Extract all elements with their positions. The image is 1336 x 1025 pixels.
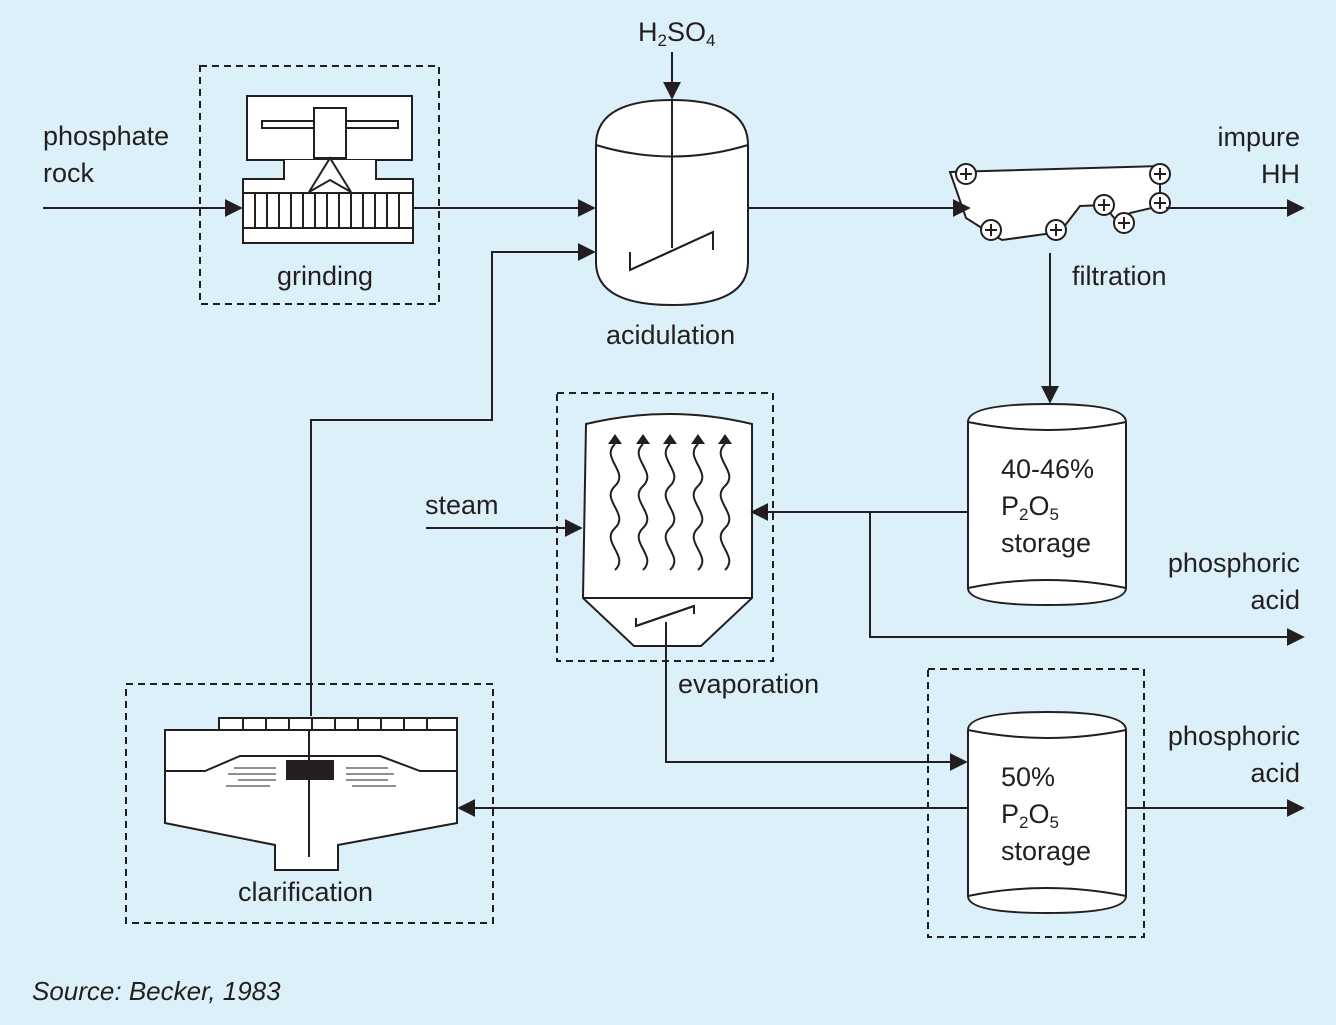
storage-2-formula: P2O5 xyxy=(1001,799,1059,832)
vapor-wave-icons xyxy=(609,443,731,571)
storage-2-percent: 50% xyxy=(1001,762,1056,792)
clarification-boundary xyxy=(125,683,494,924)
storage-tank-2-icon xyxy=(967,710,1127,915)
phosphoric-acid-1-arrow xyxy=(869,512,1305,646)
grinding-label: grinding xyxy=(277,261,374,291)
storage-2-boundary xyxy=(927,668,1145,938)
storage-2-word: storage xyxy=(1001,836,1092,866)
filter-roller-icons xyxy=(955,163,1171,241)
phosphoric-acid-2-line-2: acid xyxy=(1250,758,1300,788)
h2so4-label: H2SO4 xyxy=(638,17,716,50)
grinding-unit xyxy=(199,65,440,305)
clarification-unit xyxy=(125,683,494,924)
evaporation-label: evaporation xyxy=(678,669,820,699)
steam-label: steam xyxy=(425,490,499,520)
storage-tank-2-unit xyxy=(927,668,1145,938)
filter-icon xyxy=(948,163,1171,242)
storage-1-word: storage xyxy=(1001,528,1092,558)
clarifier-icon xyxy=(164,717,458,871)
phosphoric-acid-2-line-1: phosphoric xyxy=(1167,721,1300,751)
impure-hh-line-2: HH xyxy=(1261,159,1300,189)
impure-hh-label: impure HH xyxy=(1217,119,1300,193)
clarification-label: clarification xyxy=(238,877,374,907)
grinding-mill-icon xyxy=(242,95,414,244)
storage-1-formula: P2O5 xyxy=(1001,491,1059,524)
grinding-boundary xyxy=(199,65,440,305)
storage-1-percent: 40-46% xyxy=(1001,454,1095,484)
phosphate-rock-label: phosphate rock xyxy=(43,118,169,192)
phosphate-rock-line-2: rock xyxy=(43,158,95,188)
source-caption: Source: Becker, 1983 xyxy=(32,976,281,1006)
phosphoric-acid-2-label: phosphoric acid xyxy=(1168,718,1300,792)
evaporation-unit xyxy=(556,392,774,662)
impure-hh-line-1: impure xyxy=(1217,122,1300,152)
phosphate-rock-line-1: phosphate xyxy=(43,121,170,151)
filtration-label: filtration xyxy=(1072,261,1167,291)
phosphoric-acid-1-line-2: acid xyxy=(1250,585,1300,615)
acidulation-label: acidulation xyxy=(606,320,736,350)
acidulation-reactor-icon xyxy=(595,98,749,307)
storage-tank-1-icon xyxy=(967,402,1127,607)
phosphoric-acid-1-label: phosphoric acid xyxy=(1168,545,1300,619)
evaporator-to-storage-arrow xyxy=(665,622,968,771)
flow-lines xyxy=(43,52,1305,817)
evaporator-icon xyxy=(581,413,753,647)
phosphoric-acid-1-line-1: phosphoric xyxy=(1167,548,1300,578)
storage-1-label: 40-46% P2O5 storage xyxy=(1001,451,1094,562)
clarifier-recycle-arrow xyxy=(310,243,596,716)
storage-2-label: 50% P2O5 storage xyxy=(1001,759,1091,870)
